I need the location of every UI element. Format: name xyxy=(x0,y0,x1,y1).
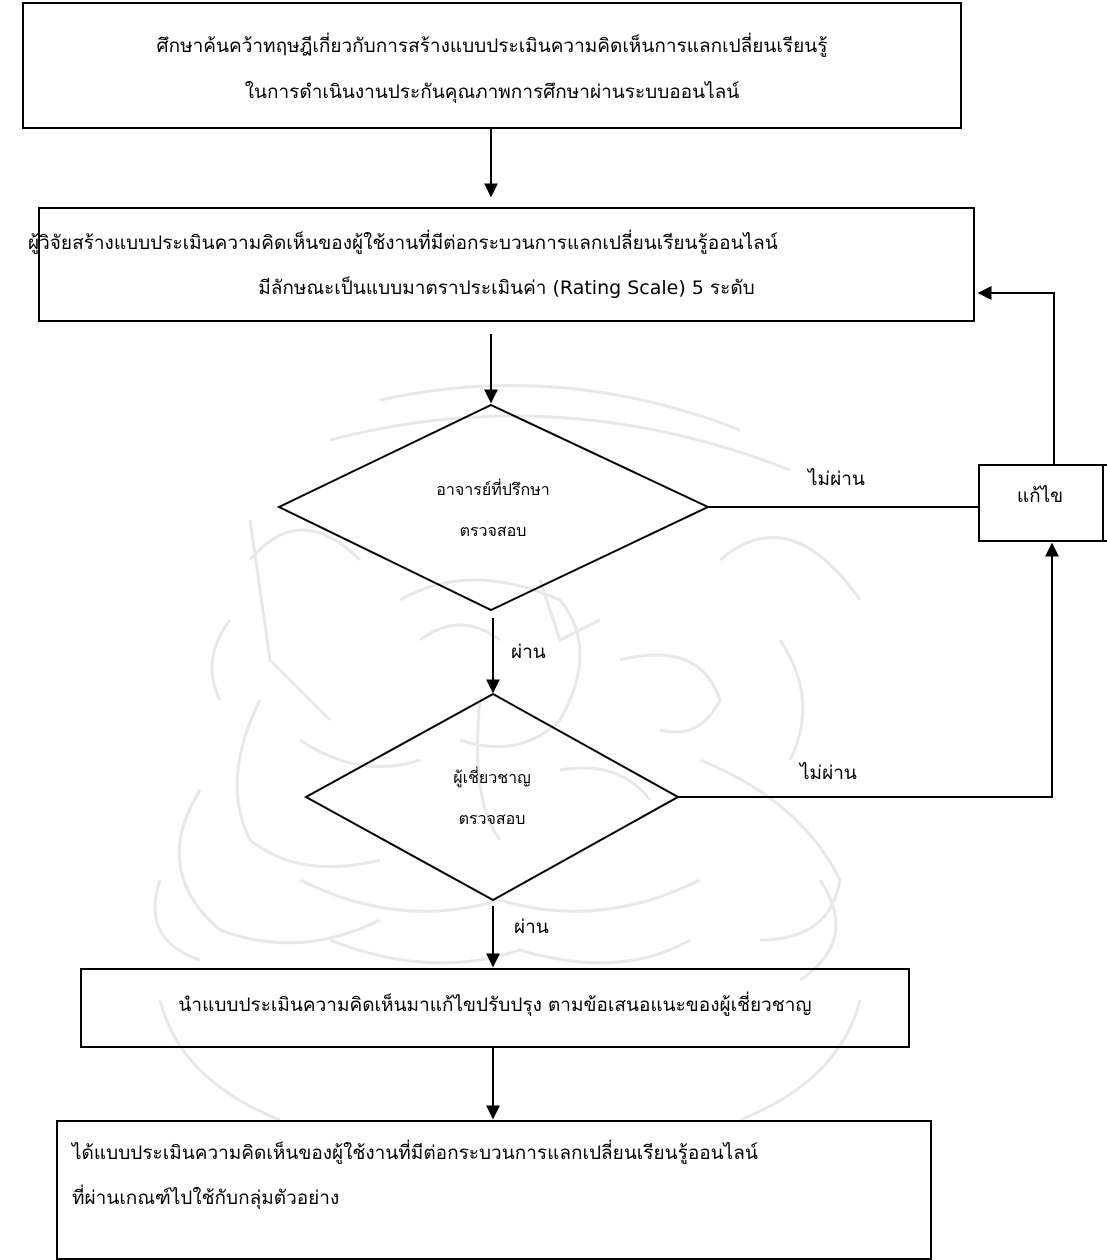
edge-label-pass-advisor: ผ่าน xyxy=(511,641,546,663)
step-fix-box-right xyxy=(978,464,1104,542)
step-result-line1: ได้แบบประเมินความคิดเห็นของผู้ใช้งานที่ม… xyxy=(72,1142,758,1164)
step-create-line1: ผู้วิจัยสร้างแบบประเมินความคิดเห็นของผู้… xyxy=(28,232,778,254)
decision-advisor-line1: อาจารย์ที่ปรึกษา xyxy=(436,480,550,499)
line-fix-back xyxy=(977,286,1055,464)
edge-label-fail-expert: ไม่ผ่าน xyxy=(800,762,857,784)
step-create-box xyxy=(38,207,975,322)
step-study-line1: ศึกษาค้นคว้าทฤษฎีเกี่ยวกับการสร้างแบบประ… xyxy=(156,35,828,57)
decision-expert-line2: ตรวจสอบ xyxy=(458,809,526,828)
step-improve-label: นำแบบประเมินความคิดเห็นมาแก้ไขปรับปรุง ต… xyxy=(178,994,812,1016)
step-create-line2: มีลักษณะเป็นแบบมาตราประเมินค่า (Rating S… xyxy=(258,277,755,299)
decision-expert-line1: ผู้เชี่ยวชาญ xyxy=(453,768,531,787)
step-result-line2: ที่ผ่านเกณฑ์ไปใช้กับกลุ่มตัวอย่าง xyxy=(72,1187,340,1209)
step-improve-box xyxy=(80,968,910,1048)
decision-advisor-line2: ตรวจสอบ xyxy=(459,521,527,540)
edge-label-pass-expert: ผ่าน xyxy=(514,916,549,938)
step-fix-label: แก้ไข xyxy=(1016,485,1064,507)
edge-label-fail-advisor: ไม่ผ่าน xyxy=(808,468,865,490)
line-expert-fail xyxy=(678,542,1059,798)
step-study-box xyxy=(22,2,962,129)
step-study-line2: ในการดำเนินงานประกันคุณภาพการศึกษาผ่านระ… xyxy=(244,81,740,103)
